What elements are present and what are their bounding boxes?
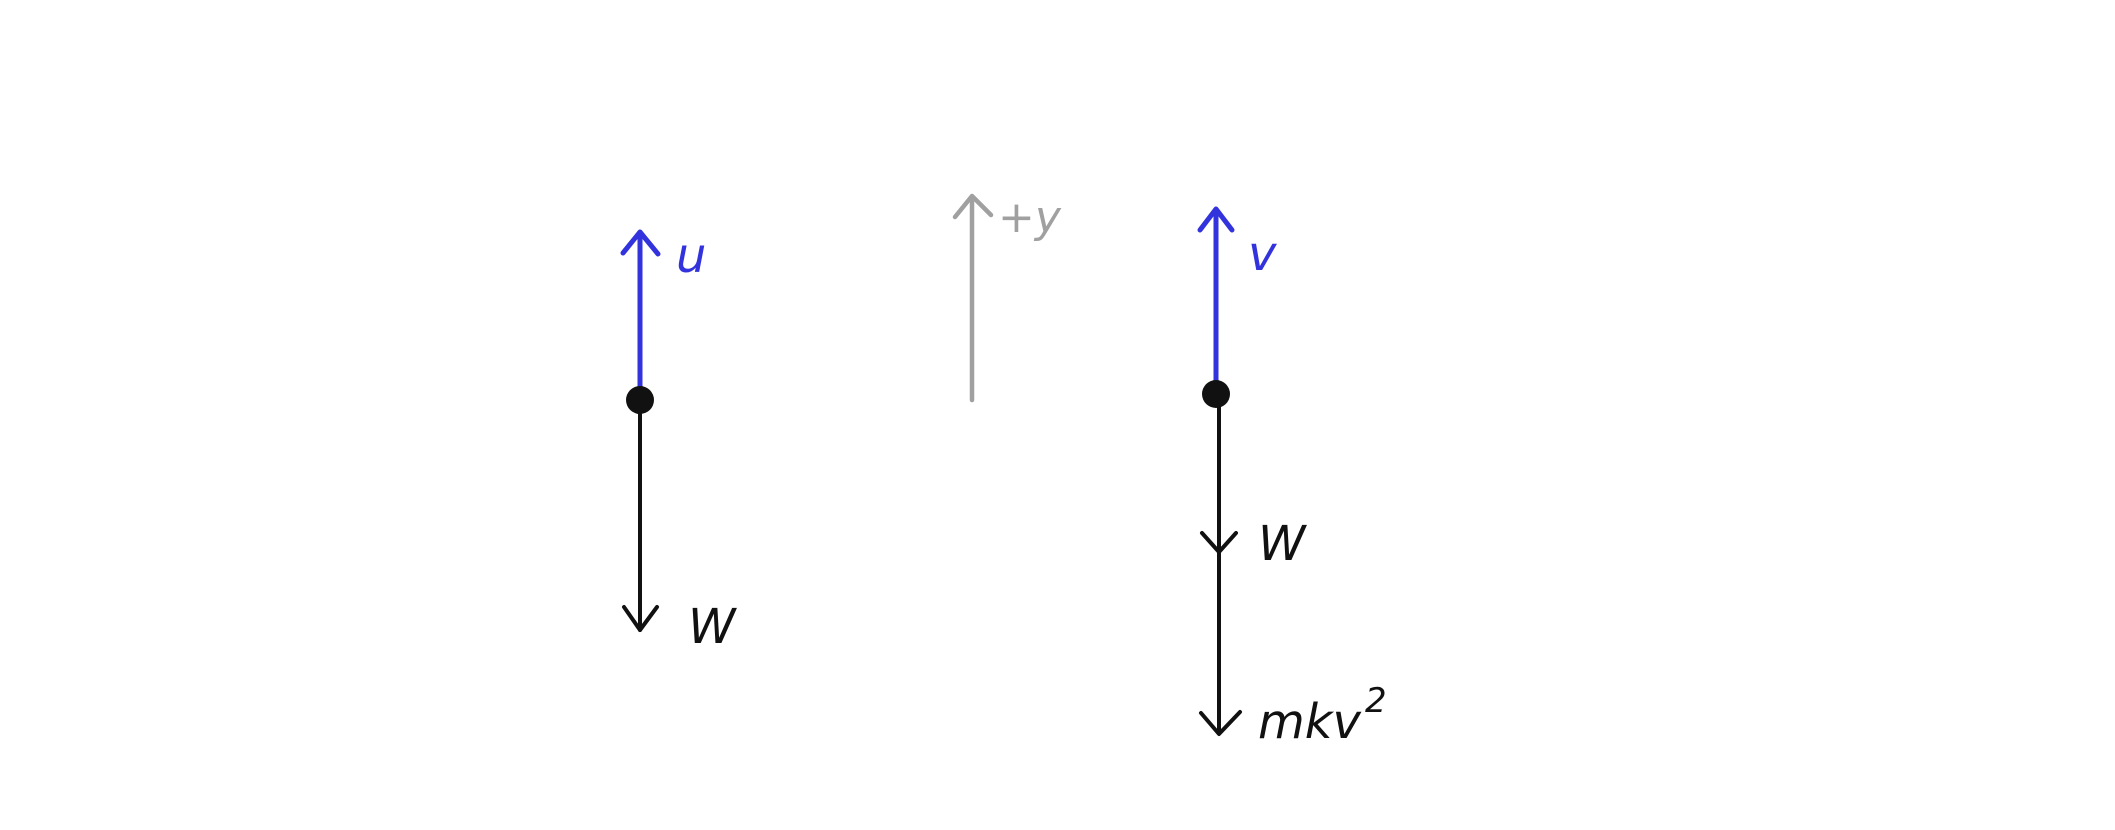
velocity-u-label: u <box>676 228 706 284</box>
velocity-u-arrow <box>620 229 661 403</box>
weight-arrowhead-right <box>1200 531 1238 554</box>
drag-arrowhead <box>1199 710 1242 736</box>
drag-force-exponent: 2 <box>1365 681 1387 721</box>
positive-y-axis: +y <box>952 192 1062 403</box>
positive-y-label: +y <box>998 192 1062 243</box>
weight-label-left: W <box>688 599 737 655</box>
particle-dot-right <box>1202 380 1230 408</box>
drag-force-text: mkv <box>1258 694 1362 750</box>
velocity-v-label: v <box>1248 226 1277 282</box>
weight-label-right: W <box>1258 516 1307 572</box>
particle-dot-left <box>626 386 654 414</box>
weight-arrow-left <box>622 398 659 632</box>
velocity-v-arrow <box>1197 206 1235 397</box>
left-free-body-diagram: u W <box>620 228 737 655</box>
